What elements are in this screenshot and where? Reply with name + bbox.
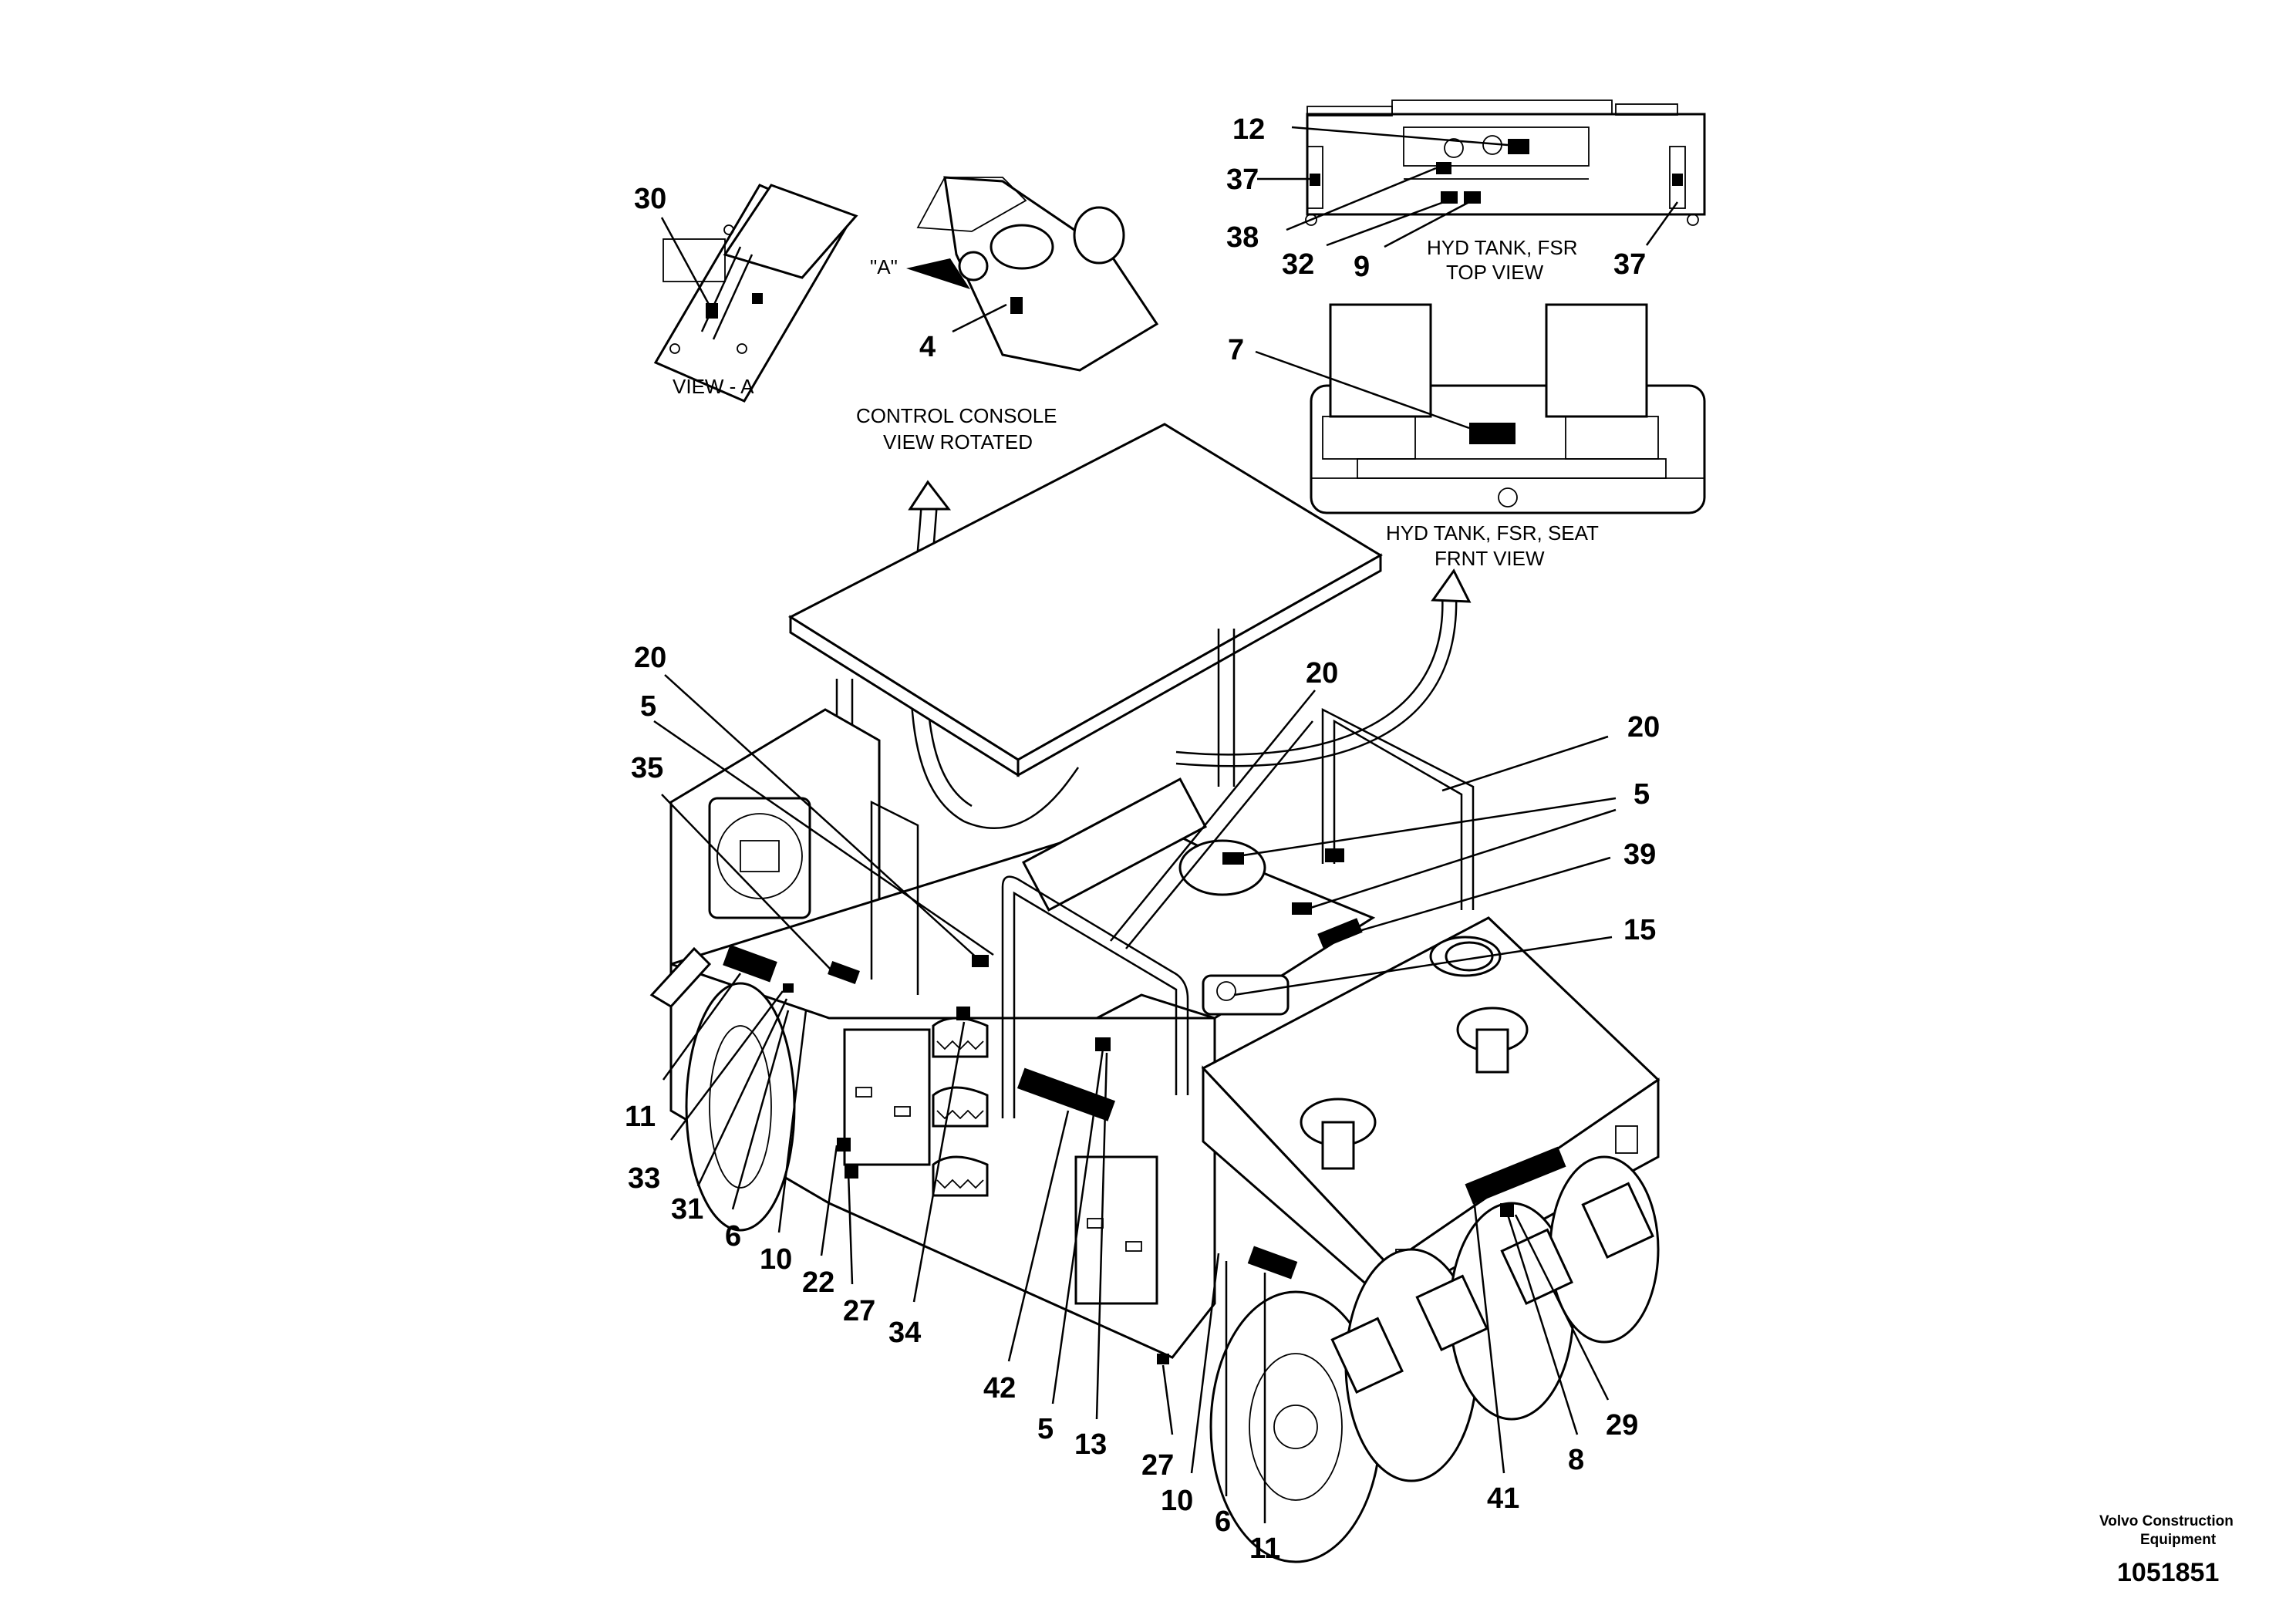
callout-7: 7 [1228, 334, 1244, 366]
callout-30: 30 [634, 183, 666, 215]
machine-decals [723, 848, 1566, 1364]
callout-20-left: 20 [634, 642, 666, 674]
control-console-inset: "A" CONTROL CONSOLE VIEW ROTATED [856, 176, 1159, 829]
drawing-footer: Volvo Construction Equipment 1051851 [2099, 1513, 2234, 1587]
canopy-roof [787, 423, 1383, 761]
callout-29: 29 [1606, 1409, 1638, 1442]
callout-37-right: 37 [1613, 248, 1646, 281]
callout-27-left: 27 [843, 1295, 875, 1327]
roller-machine [649, 423, 1660, 1563]
view-a-marker: "A" [870, 255, 898, 278]
callout-22: 22 [802, 1266, 834, 1299]
callout-15: 15 [1623, 914, 1656, 946]
hyd-tank-front-caption-line1: HYD TANK, FSR, SEAT [1386, 521, 1599, 545]
callout-9: 9 [1354, 251, 1370, 283]
callout-numbers: 30 4 12 37 38 32 9 37 7 20 5 35 20 20 5 … [625, 113, 1660, 1565]
leader-lines [653, 674, 1617, 1523]
callout-6-left: 6 [725, 1220, 741, 1253]
hyd-tank-front-caption-line2: FRNT VIEW [1435, 547, 1545, 570]
callout-4: 4 [919, 331, 936, 363]
control-console-caption-line2: VIEW ROTATED [883, 430, 1033, 454]
callout-27-right: 27 [1141, 1449, 1174, 1482]
front-roller-wheels [1209, 1155, 1660, 1563]
hand-rails [870, 707, 1475, 1118]
callout-5-left: 5 [640, 690, 656, 723]
hyd-tank-top-caption-line1: HYD TANK, FSR [1427, 236, 1578, 259]
callout-20-right: 20 [1627, 711, 1660, 744]
view-a-caption: VIEW - A [673, 375, 754, 398]
rear-roller-wheels [649, 946, 796, 1232]
callout-39: 39 [1623, 838, 1656, 871]
callout-10-left: 10 [760, 1243, 792, 1276]
callout-11-right: 11 [1249, 1533, 1280, 1565]
callout-35: 35 [631, 752, 663, 784]
callout-41: 41 [1487, 1482, 1519, 1515]
callout-20-mid: 20 [1306, 657, 1338, 690]
callout-38: 38 [1226, 221, 1259, 254]
view-a-inset: VIEW - A [653, 184, 858, 403]
callout-12: 12 [1232, 113, 1265, 146]
callout-5-bottom: 5 [1037, 1413, 1054, 1445]
callout-13: 13 [1074, 1428, 1107, 1461]
callout-11-left: 11 [625, 1101, 656, 1133]
callout-33: 33 [628, 1162, 660, 1195]
hyd-tank-front-inset: HYD TANK, FSR, SEAT FRNT VIEW [1175, 303, 1706, 767]
view-a-decal [706, 303, 718, 319]
callout-42: 42 [983, 1372, 1016, 1404]
callout-6-right: 6 [1215, 1506, 1231, 1538]
hyd-tank-top-caption-line2: TOP VIEW [1446, 261, 1544, 284]
callout-34: 34 [888, 1317, 921, 1349]
callout-10-right: 10 [1161, 1485, 1193, 1517]
seat-front-decal [1469, 423, 1515, 444]
callout-32: 32 [1282, 248, 1314, 281]
callout-37-left: 37 [1226, 164, 1259, 196]
callout-5-right: 5 [1633, 778, 1650, 811]
drawing-number: 1051851 [2117, 1558, 2219, 1587]
callout-31: 31 [671, 1193, 703, 1226]
callout-8: 8 [1568, 1444, 1584, 1476]
console-decal [1010, 297, 1023, 314]
control-console-caption-line1: CONTROL CONSOLE [856, 404, 1057, 427]
hyd-tank-top-inset: HYD TANK, FSR TOP VIEW [1257, 99, 1706, 284]
company-name-line1: Volvo Construction [2099, 1513, 2234, 1529]
company-name-line2: Equipment [2140, 1532, 2217, 1548]
